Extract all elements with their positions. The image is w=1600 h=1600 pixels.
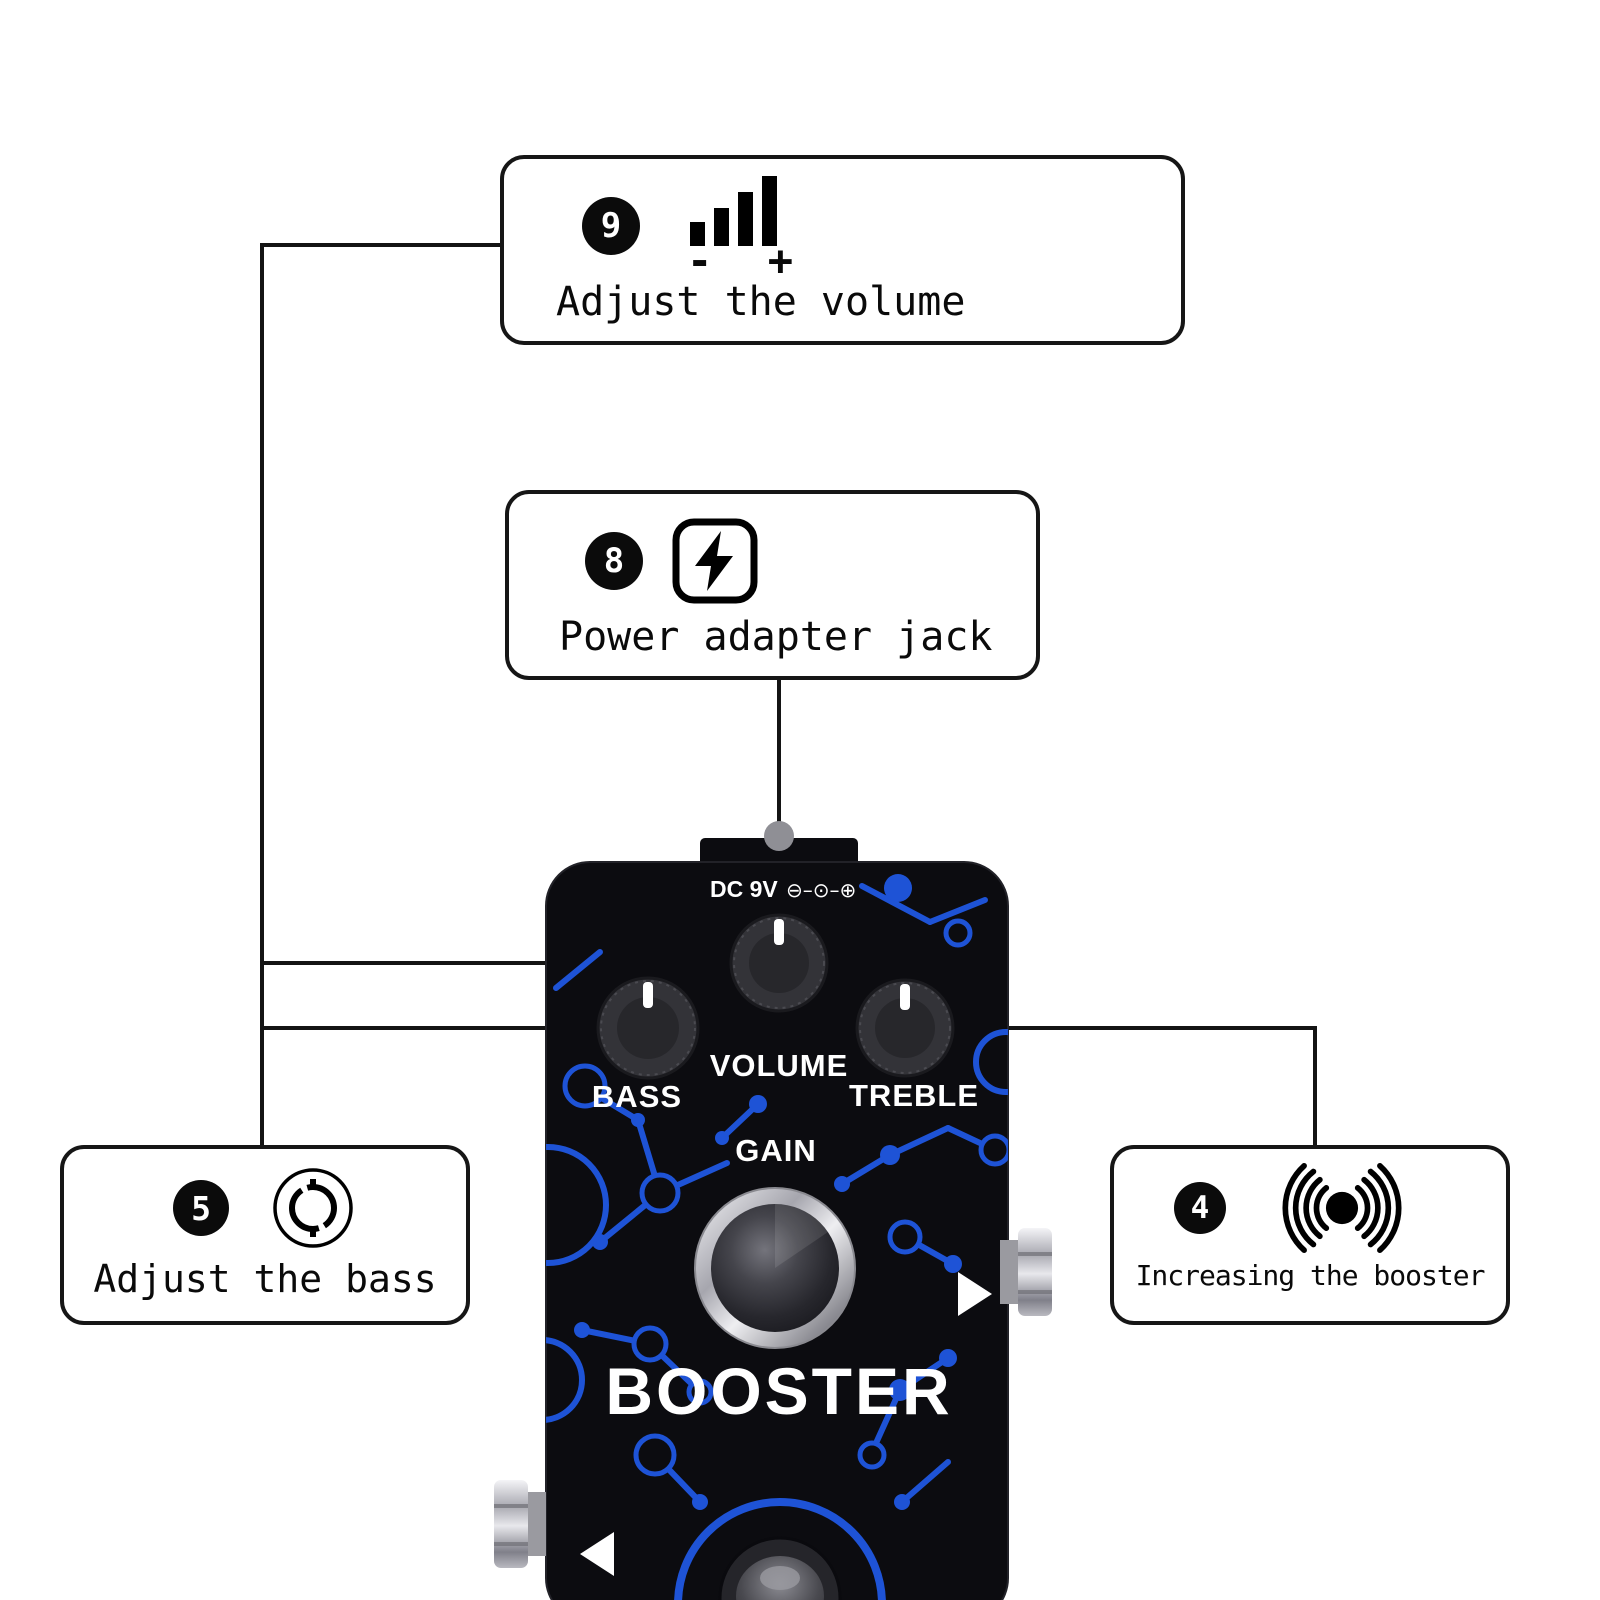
dc-jack-housing <box>700 838 858 868</box>
callout-volume-label: Adjust the volume <box>556 279 966 325</box>
callout-booster-icon-row: 4 <box>1174 1157 1446 1259</box>
connector-lines <box>260 243 1317 1147</box>
minus-sign: - <box>687 236 713 285</box>
callout-bass-number-badge: 5 <box>173 1180 229 1236</box>
volume-knob <box>729 913 829 1013</box>
callout-bass-icon-row: 5 <box>173 1159 357 1257</box>
callout-booster-label: Increasing the booster <box>1135 1259 1486 1292</box>
callout-booster: 4 Increasing the booster <box>1110 1145 1510 1325</box>
white-arrow-left <box>580 1532 614 1576</box>
callout-power-number-badge: 8 <box>585 532 643 590</box>
sound-waves-icon <box>1282 1162 1402 1254</box>
plus-sign: + <box>767 236 793 285</box>
input-jack <box>494 1480 546 1568</box>
bass-label: BASS <box>592 1079 682 1114</box>
bass-knob-pointer <box>643 982 653 1008</box>
volume-bars-glyph <box>690 176 777 246</box>
callout-volume: 9 - + Adjust the volume <box>500 155 1185 345</box>
polarity-symbol: ⊖–⊙–⊕ <box>786 878 856 902</box>
treble-knob <box>855 978 955 1078</box>
gain-knob <box>694 1187 856 1349</box>
bass-knob <box>596 976 700 1080</box>
volume-label: VOLUME <box>710 1048 849 1083</box>
output-jack <box>1000 1228 1052 1316</box>
callout-volume-number-badge: 9 <box>582 197 640 255</box>
gain-label: GAIN <box>735 1133 817 1168</box>
footswitch <box>718 1536 842 1600</box>
callout-booster-number-badge: 4 <box>1174 1182 1226 1234</box>
callout-bass-label: Adjust the bass <box>93 1257 437 1301</box>
white-arrow-right <box>958 1272 992 1316</box>
lightning-bolt-icon <box>672 518 758 604</box>
callout-power: 8 Power adapter jack <box>505 490 1040 680</box>
dc-power-label: DC 9V <box>710 876 778 902</box>
knob-top-icon <box>273 1168 353 1248</box>
callout-bass: 5 Adjust the bass <box>60 1145 470 1325</box>
power-connector-dot <box>764 821 794 851</box>
callout-power-icon-row: 8 <box>585 508 1018 614</box>
callout-power-label: Power adapter jack <box>559 614 993 660</box>
callout-volume-icon-row: 9 - + <box>582 173 1163 285</box>
volume-bars-icon: - + <box>684 174 796 285</box>
model-name: BOOSTER <box>605 1354 952 1428</box>
treble-label: TREBLE <box>849 1078 979 1113</box>
volume-knob-pointer <box>774 919 784 945</box>
connector-line-volume-box <box>260 243 500 1147</box>
circuit-pattern <box>546 874 1008 1600</box>
booster-pedal: DC 9V ⊖–⊙–⊕ VOLUME <box>494 821 1052 1600</box>
connector-line-treble-booster <box>918 1026 1317 1147</box>
volume-minus-plus-row: - + <box>687 236 793 285</box>
treble-knob-pointer <box>900 984 910 1010</box>
